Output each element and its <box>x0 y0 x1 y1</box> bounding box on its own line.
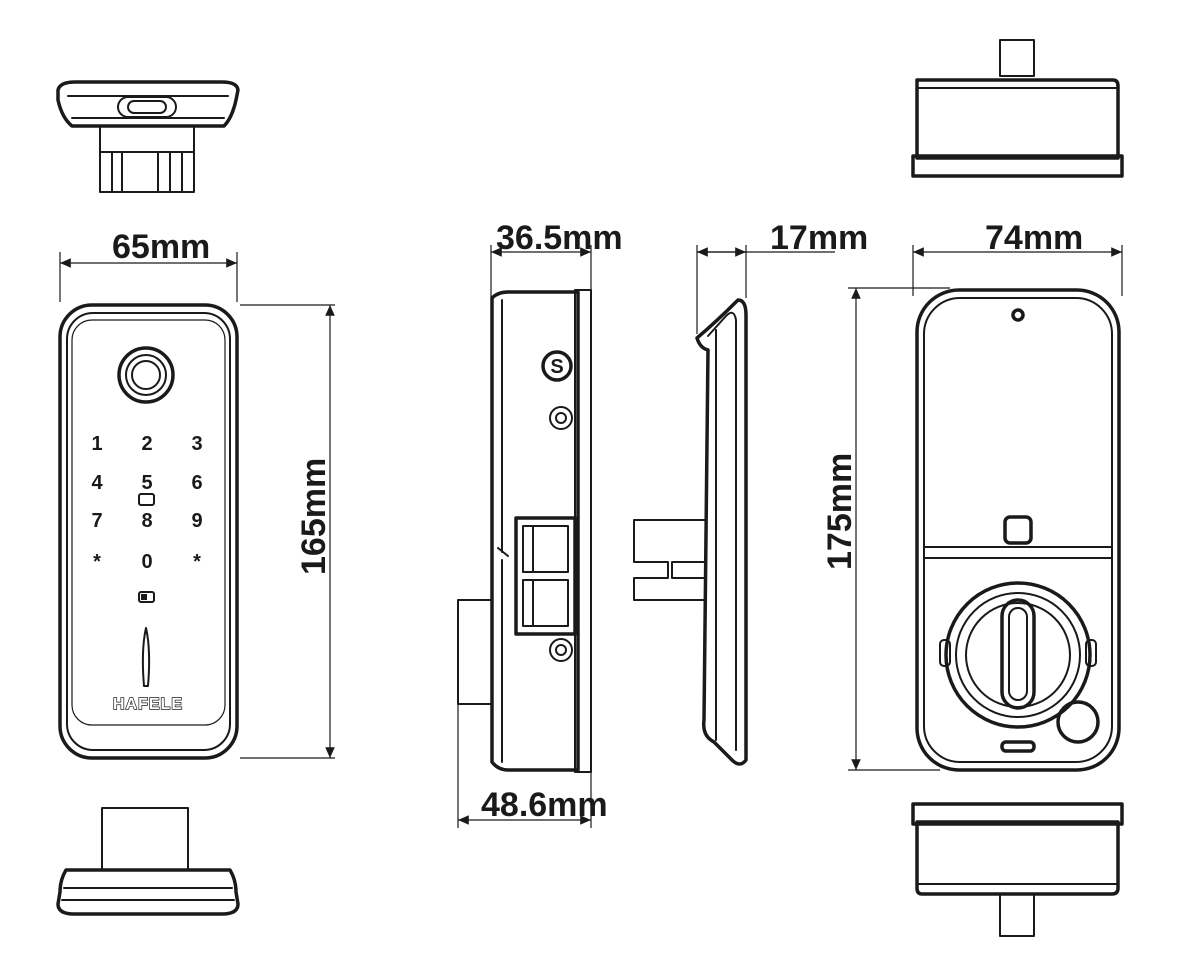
keypad-key: 1 <box>91 433 102 455</box>
card-indicator <box>138 493 155 506</box>
back-bottom-view <box>911 802 1124 937</box>
thumb-turn-knob <box>1000 598 1036 710</box>
keypad-key: 7 <box>91 510 102 532</box>
dimension-side-inner-depth: 36.5mm <box>490 219 623 298</box>
thumb-turn-ring <box>944 581 1092 729</box>
dimension-label: 165mm <box>295 458 333 575</box>
back-button <box>1056 700 1100 744</box>
key-slot <box>141 627 151 687</box>
back-side-view <box>633 298 748 766</box>
front-side-view: S <box>457 289 592 773</box>
back-face-view <box>915 288 1121 772</box>
fingerprint-sensor <box>117 346 175 404</box>
battery-indicator-icon <box>138 591 155 603</box>
brand-logo: HAFELE <box>113 696 183 713</box>
keypad-key: 0 <box>141 551 152 573</box>
keypad-key: 2 <box>141 433 152 455</box>
dimension-back-height: 175mm <box>821 287 950 771</box>
dimension-label: 17mm <box>770 219 868 257</box>
keypad-key: 6 <box>191 472 202 494</box>
keypad-key: 8 <box>141 510 152 532</box>
dimension-label: 48.6mm <box>481 786 608 824</box>
back-top-view <box>911 39 1124 178</box>
dimension-front-height: 165mm <box>240 304 335 759</box>
keypad-key: 5 <box>141 472 152 494</box>
dimension-label: 74mm <box>985 219 1083 257</box>
keypad-key: 3 <box>191 433 202 455</box>
keypad-key: * <box>193 551 201 573</box>
dimension-back-side-depth: 17mm <box>696 219 868 334</box>
front-top-view <box>56 80 240 193</box>
screw <box>549 406 573 430</box>
screw <box>549 638 573 662</box>
keypad-key: * <box>93 551 101 573</box>
keypad-key: 4 <box>91 472 103 494</box>
keypad-key: 9 <box>191 510 202 532</box>
keypad: 1 2 3 4 5 6 7 8 9 * 0 * <box>91 433 202 573</box>
s-button <box>541 350 573 382</box>
dimension-label: 65mm <box>112 228 210 266</box>
front-face-view: 1 2 3 4 5 6 7 8 9 * 0 * HAFELE <box>58 303 239 760</box>
dimension-front-width: 65mm <box>59 228 238 302</box>
dimension-side-total-depth: 48.6mm <box>457 704 608 828</box>
s-button-label: S <box>550 356 563 378</box>
battery-cover-latch <box>1003 515 1033 545</box>
dimension-label: 175mm <box>821 453 859 570</box>
dimension-back-width: 74mm <box>912 219 1123 296</box>
front-bottom-view <box>56 807 240 916</box>
dimension-label: 36.5mm <box>496 219 623 257</box>
